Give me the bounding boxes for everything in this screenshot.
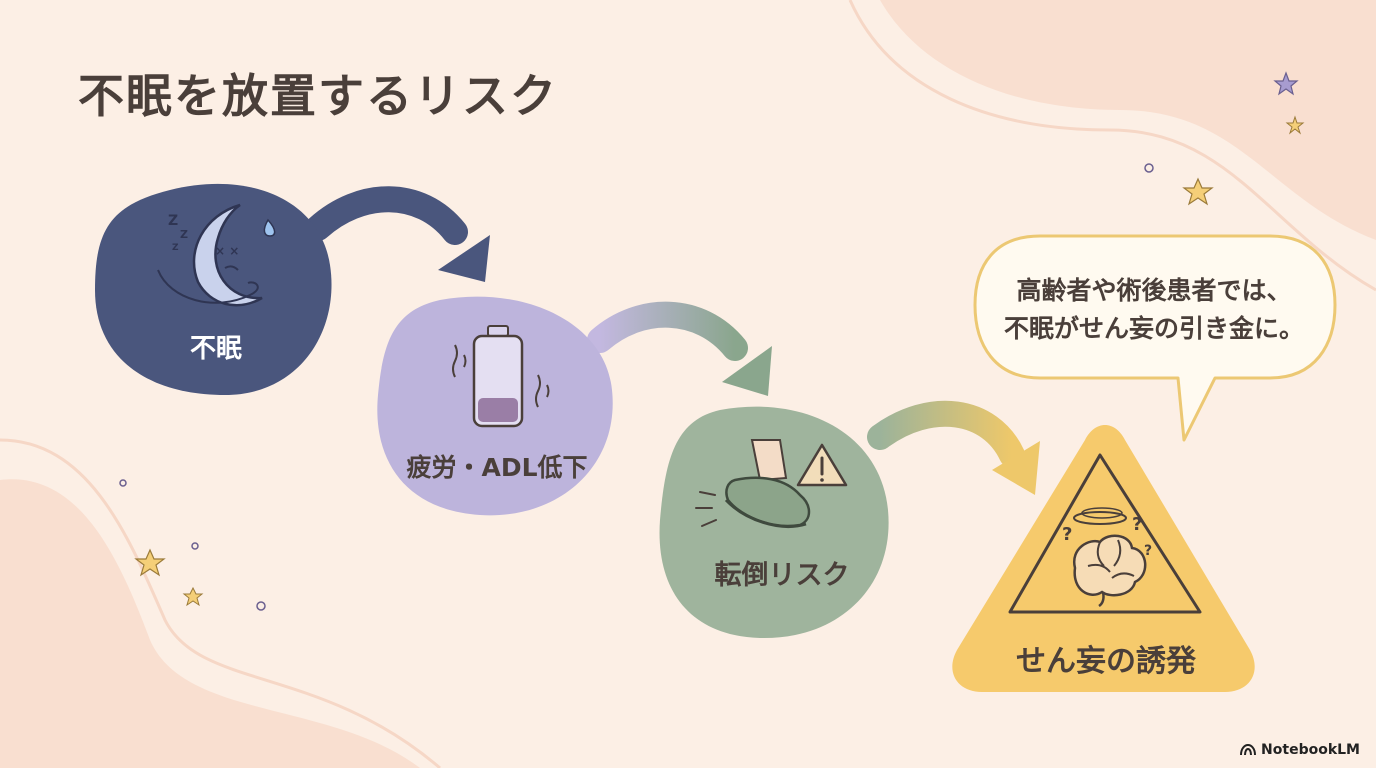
- star-icon: [182, 586, 204, 607]
- arrow-fatigue-to-fall: [587, 301, 772, 396]
- svg-text:?: ?: [1132, 514, 1142, 535]
- svg-text:Z: Z: [172, 243, 179, 253]
- dot-icon: [119, 479, 127, 487]
- step-insomnia: × × Z Z Z: [95, 183, 332, 395]
- warning-icon: [796, 443, 848, 487]
- star-icon: [1273, 71, 1299, 96]
- sparkle-decorations: [119, 71, 1305, 611]
- svg-text:× ×: × ×: [215, 244, 239, 258]
- step-delirium: ? ? ?: [952, 425, 1255, 692]
- svg-text:?: ?: [1062, 524, 1072, 545]
- star-icon: [134, 548, 166, 577]
- svg-text:Z: Z: [180, 228, 188, 241]
- step-label-fall-risk: 転倒リスク: [714, 560, 850, 591]
- notebooklm-logo-icon: [1240, 744, 1257, 756]
- notebooklm-branding: NotebookLM: [1240, 742, 1360, 758]
- callout-text: 高齢者や術後患者では、 不眠がせん妄の引き金に。: [989, 272, 1319, 348]
- sneaker-icon: [695, 439, 811, 528]
- dot-icon: [256, 601, 266, 611]
- star-icon: [1182, 177, 1214, 206]
- callout-bubble: [973, 234, 1337, 442]
- arrow-fall-to-delirium: [867, 400, 1040, 495]
- dot-icon: [191, 542, 199, 550]
- callout-line-2: 不眠がせん妄の引き金に。: [1003, 314, 1304, 343]
- branding-label: NotebookLM: [1261, 742, 1360, 758]
- step-fall-risk: [659, 406, 889, 639]
- step-label-delirium: せん妄の誘発: [1016, 644, 1196, 679]
- confused-brain-icon: ? ? ?: [1062, 507, 1152, 608]
- page-title: 不眠を放置するリスク: [78, 69, 558, 123]
- callout-line-1: 高齢者や術後患者では、: [1016, 276, 1292, 305]
- low-battery-icon: [452, 325, 550, 428]
- star-icon: [1285, 115, 1305, 135]
- sleepy-moon-icon: × × Z Z Z: [157, 203, 276, 307]
- step-label-fatigue: 疲労・ADL低下: [406, 453, 588, 482]
- svg-text:Z: Z: [168, 213, 178, 229]
- step-fatigue: [377, 296, 613, 516]
- arrow-insomnia-to-fatigue: [305, 186, 490, 282]
- dot-icon: [1144, 163, 1154, 173]
- svg-text:?: ?: [1144, 543, 1152, 559]
- step-label-insomnia: 不眠: [189, 334, 243, 364]
